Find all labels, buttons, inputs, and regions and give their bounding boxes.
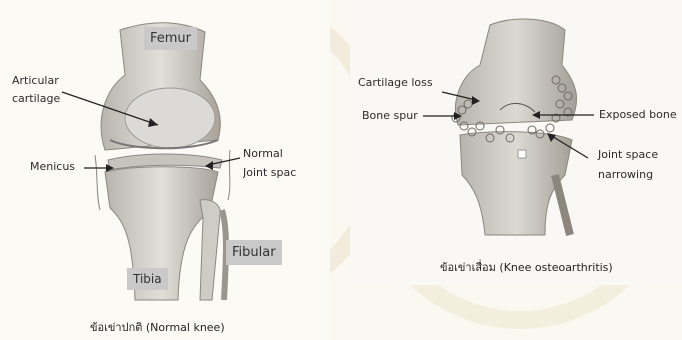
label-femur: Femur <box>144 27 197 50</box>
label-normal-line1: Normal <box>243 145 283 163</box>
label-fibular: Fibular <box>226 240 282 265</box>
label-cartilage-loss: Cartilage loss <box>358 74 433 92</box>
label-bone-spur: Bone spur <box>362 107 418 125</box>
label-normal-line2: Joint spac <box>243 164 307 182</box>
caption-normal-knee: ข้อเข่าปกติ (Normal knee) <box>90 318 225 336</box>
label-articular-cartilage-line1: Articular <box>12 72 59 90</box>
label-articular-cartilage-line2: cartilage <box>12 90 60 108</box>
label-tibia: Tibia <box>127 268 168 290</box>
label-menicus: Menicus <box>30 158 75 176</box>
oa-knee-panel: Cartilage loss Bone spur Exposed bone Jo… <box>350 0 682 285</box>
label-joint-space-line1: Joint space <box>598 146 658 164</box>
label-joint-space-line2: narrowing <box>598 166 653 184</box>
label-exposed-bone: Exposed bone <box>599 106 682 124</box>
normal-knee-panel: Femur Articular cartilage Menicus Normal… <box>0 0 330 340</box>
caption-oa-knee: ข้อเข่าเสื่อม (Knee osteoarthritis) <box>440 258 613 276</box>
oa-knee-illustration <box>350 0 682 285</box>
